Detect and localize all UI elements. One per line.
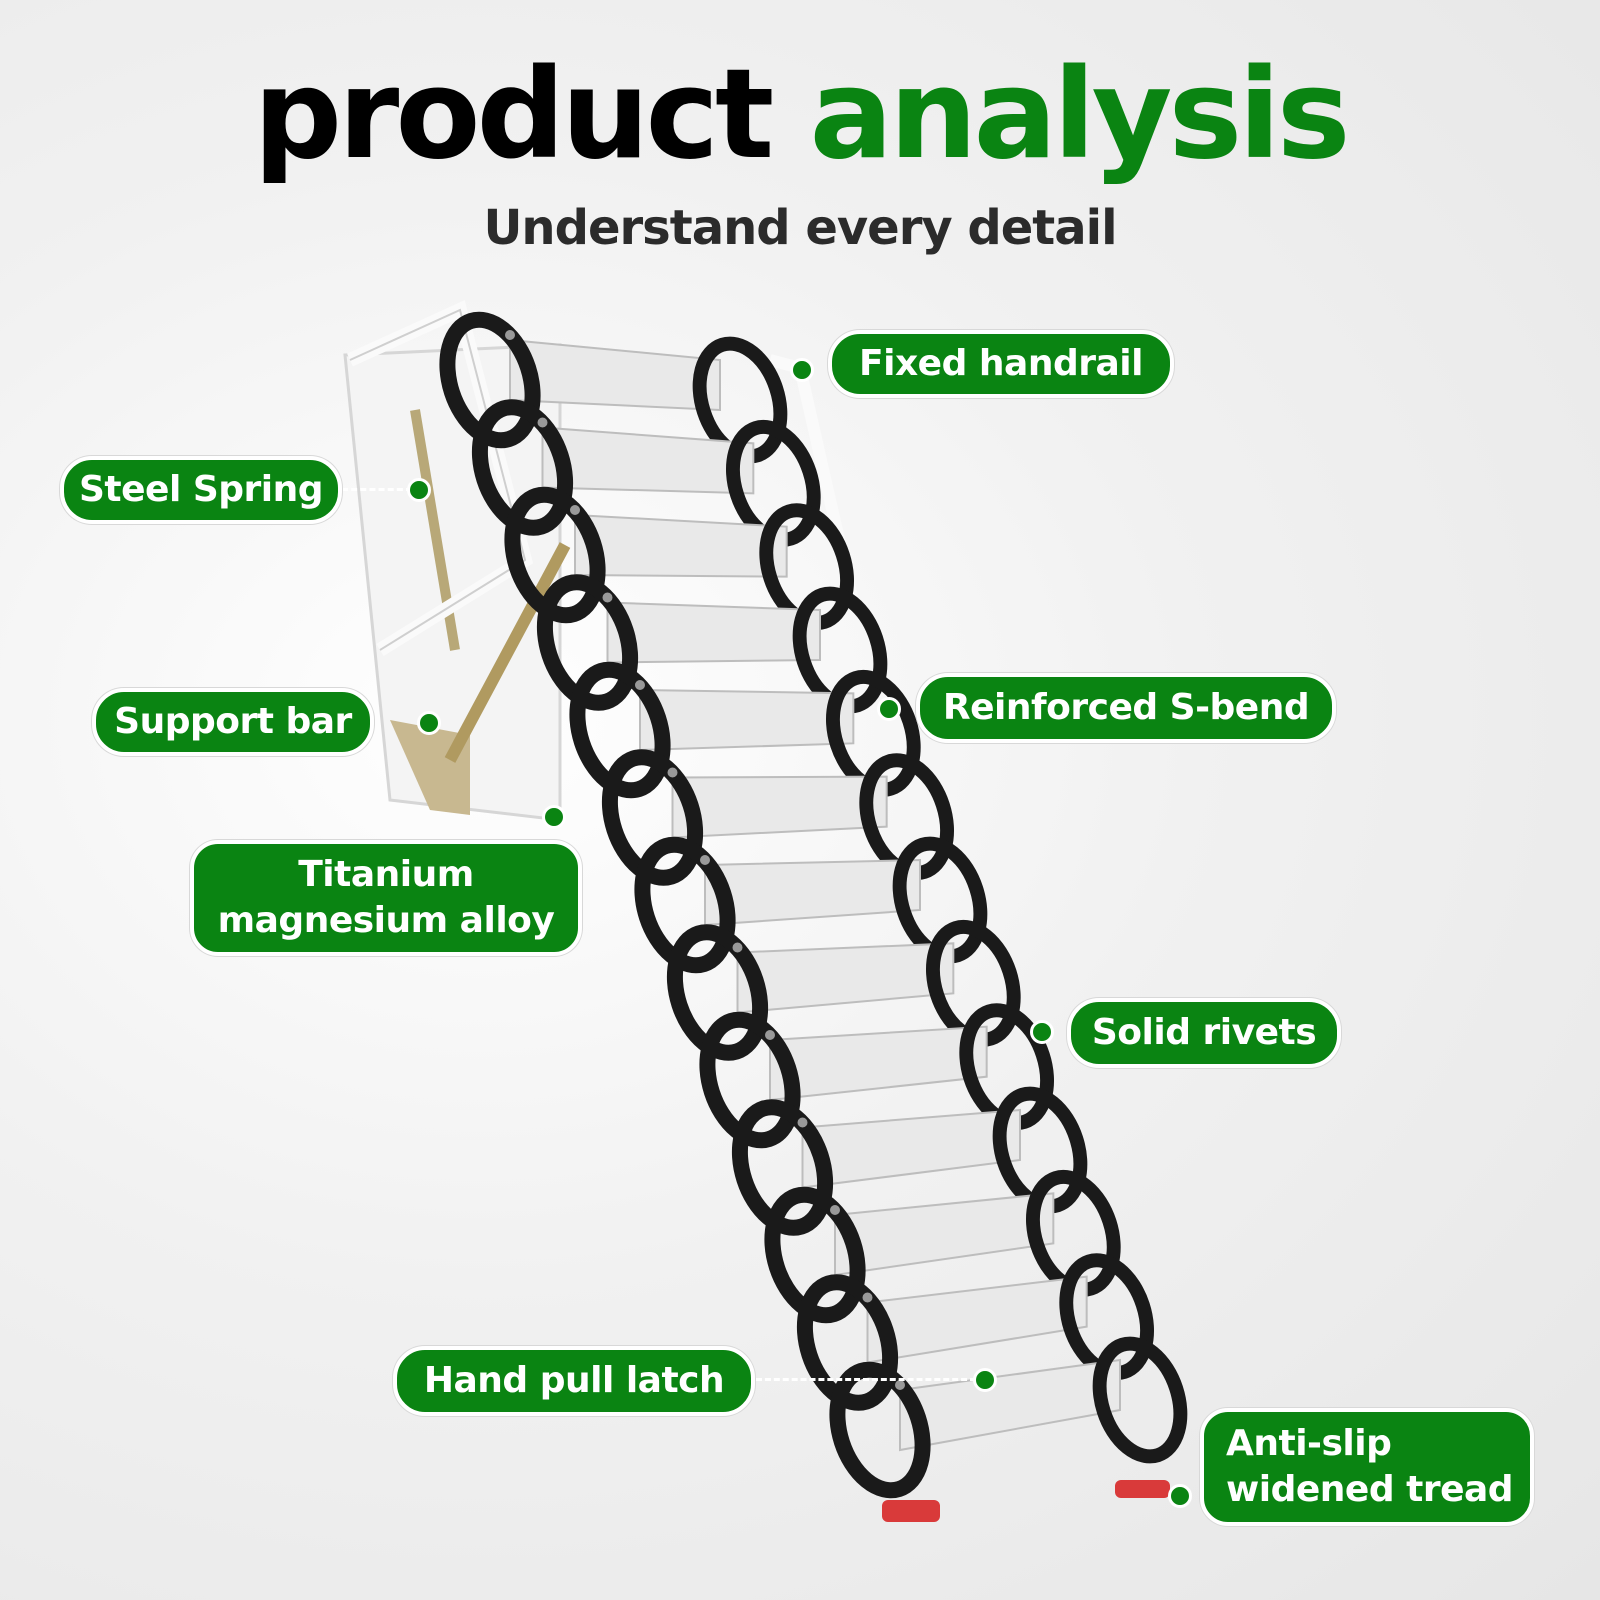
label-titanium-magnesium-alloy: Titanium magnesium alloy [190, 840, 582, 956]
label-solid-rivets: Solid rivets [1067, 998, 1341, 1068]
ladder-ring-left [439, 311, 541, 449]
connector-hand-pull-latch [756, 1378, 976, 1381]
marker-support-bar [417, 711, 441, 735]
ladder-tread [606, 601, 821, 664]
ladder-ring-left [569, 661, 671, 799]
ladder-ring-right [759, 503, 855, 631]
ladder-tread [509, 338, 721, 412]
marker-anti-slip-tread [1168, 1484, 1192, 1508]
label-text: Steel Spring [78, 469, 324, 510]
rivet [797, 1117, 808, 1128]
foot-pad-left [882, 1500, 940, 1522]
ladder-tread [834, 1192, 1055, 1277]
connector-steel-spring [342, 488, 412, 491]
label-fixed-handrail: Fixed handrail [828, 330, 1174, 398]
ladder-steps [439, 311, 1188, 1522]
ladder-ring-right [1025, 1169, 1121, 1297]
ladder-ring-right [825, 669, 921, 797]
label-support-bar: Support bar [92, 688, 374, 756]
ladder-tread [671, 775, 888, 839]
ladder-ring-right [725, 419, 821, 547]
page-subtitle: Understand every detail [483, 200, 1117, 256]
ladder-ring-right [1059, 1253, 1155, 1381]
label-text: Fixed handrail [859, 343, 1143, 384]
rivet [862, 1292, 873, 1303]
label-anti-slip-widened-tread: Anti-slip widened tread [1200, 1408, 1534, 1526]
ladder-ring-left [536, 574, 639, 711]
ladder-ring-right [892, 836, 988, 964]
rivet [700, 855, 710, 865]
rivet [570, 505, 580, 515]
ladder-ring-right [992, 1086, 1088, 1214]
foot-pad-right [1115, 1480, 1170, 1498]
label-text: Reinforced S-bend [942, 687, 1310, 728]
ladder-ring-right [1092, 1336, 1188, 1464]
label-reinforced-s-bend: Reinforced S-bend [916, 673, 1336, 743]
ladder-ring-left [796, 1274, 899, 1411]
ladder-tread [801, 1108, 1021, 1189]
rivet [830, 1205, 840, 1215]
ladder-ring-right [925, 919, 1021, 1047]
ladder-tread [704, 858, 921, 927]
ladder-ring-left [764, 1186, 866, 1324]
marker-solid-rivets [1030, 1020, 1054, 1044]
ladder-tread [639, 688, 855, 752]
ladder-ring-left [471, 399, 574, 536]
rivet [732, 942, 743, 953]
ladder-ring-right [859, 753, 955, 881]
ladder-tread [899, 1358, 1121, 1452]
ladder-ring-left [829, 1361, 931, 1499]
ladder-ring-left [634, 836, 736, 974]
ladder-ring-left [601, 749, 704, 886]
label-text: Solid rivets [1091, 1012, 1317, 1053]
ladder-tread [866, 1275, 1088, 1364]
marker-titanium-alloy [542, 805, 566, 829]
page-title: product analysis [0, 40, 1600, 190]
ladder-tread [541, 426, 755, 495]
ladder-tread [736, 942, 955, 1014]
marker-steel-spring [407, 478, 431, 502]
wall-bracket [343, 300, 861, 822]
label-text-line1: Titanium [298, 854, 474, 895]
label-text-line1: Anti-slip [1226, 1423, 1392, 1464]
ladder-tread [769, 1025, 988, 1102]
ladder-tread [574, 513, 788, 578]
title-word-analysis: analysis [809, 43, 1351, 187]
ladder-ring-left [666, 924, 769, 1061]
label-text-line2: widened tread [1226, 1469, 1514, 1510]
label-text-line2: magnesium alloy [217, 900, 555, 941]
rivet [667, 767, 678, 778]
rivet [635, 680, 645, 690]
rivet [537, 417, 548, 428]
rivet [765, 1030, 775, 1040]
ladder-ring-left [731, 1099, 834, 1236]
marker-reinforced-s-bend [877, 697, 901, 721]
ladder-ring-left [504, 486, 606, 624]
title-word-product: product [253, 43, 774, 187]
marker-fixed-handrail [790, 358, 814, 382]
rivet [602, 592, 613, 603]
marker-hand-pull-latch [973, 1368, 997, 1392]
label-text: Hand pull latch [423, 1360, 725, 1401]
ladder-ring-right [959, 1003, 1055, 1131]
rivet [505, 330, 515, 340]
label-hand-pull-latch: Hand pull latch [393, 1346, 755, 1416]
ladder-ring-left [699, 1011, 801, 1149]
rivet [895, 1380, 905, 1390]
ladder-ring-right [792, 586, 888, 714]
label-text: Support bar [114, 701, 352, 742]
ladder-ring-right [692, 336, 788, 464]
label-steel-spring: Steel Spring [60, 456, 342, 524]
